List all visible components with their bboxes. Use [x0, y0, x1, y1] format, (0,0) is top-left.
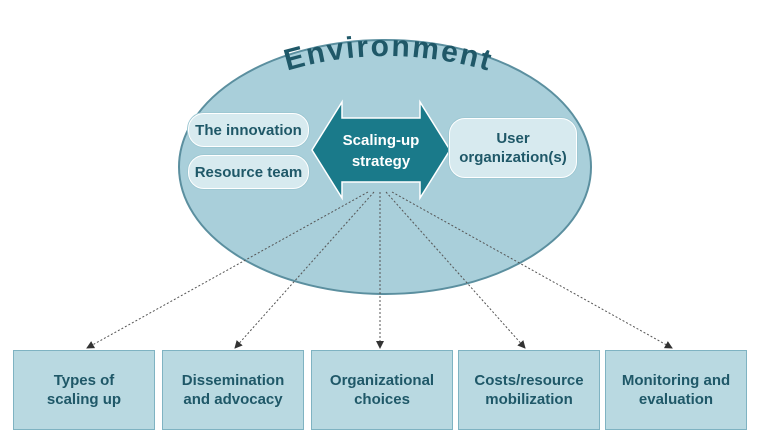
bottom-box-types: Types of scaling up [13, 350, 155, 430]
strategy-line2: strategy [352, 153, 411, 170]
bottom-box-dissemination: Dissemination and advocacy [162, 350, 304, 430]
connector-costs [385, 191, 526, 349]
resource-team-box: Resource team [188, 155, 309, 189]
bottom-box-monitoring: Monitoring and evaluation [605, 350, 747, 430]
connector-monitoring [391, 191, 673, 349]
connector-lines [86, 191, 673, 349]
innovation-box: The innovation [188, 113, 309, 147]
strategy-line1: Scaling-up [343, 132, 420, 149]
connector-dissemination [234, 191, 375, 349]
bottom-box-costs: Costs/resource mobilization [458, 350, 600, 430]
bottom-box-organizational: Organizational choices [311, 350, 453, 430]
connector-types [86, 191, 369, 349]
user-organizations-box: User organization(s) [449, 118, 577, 178]
